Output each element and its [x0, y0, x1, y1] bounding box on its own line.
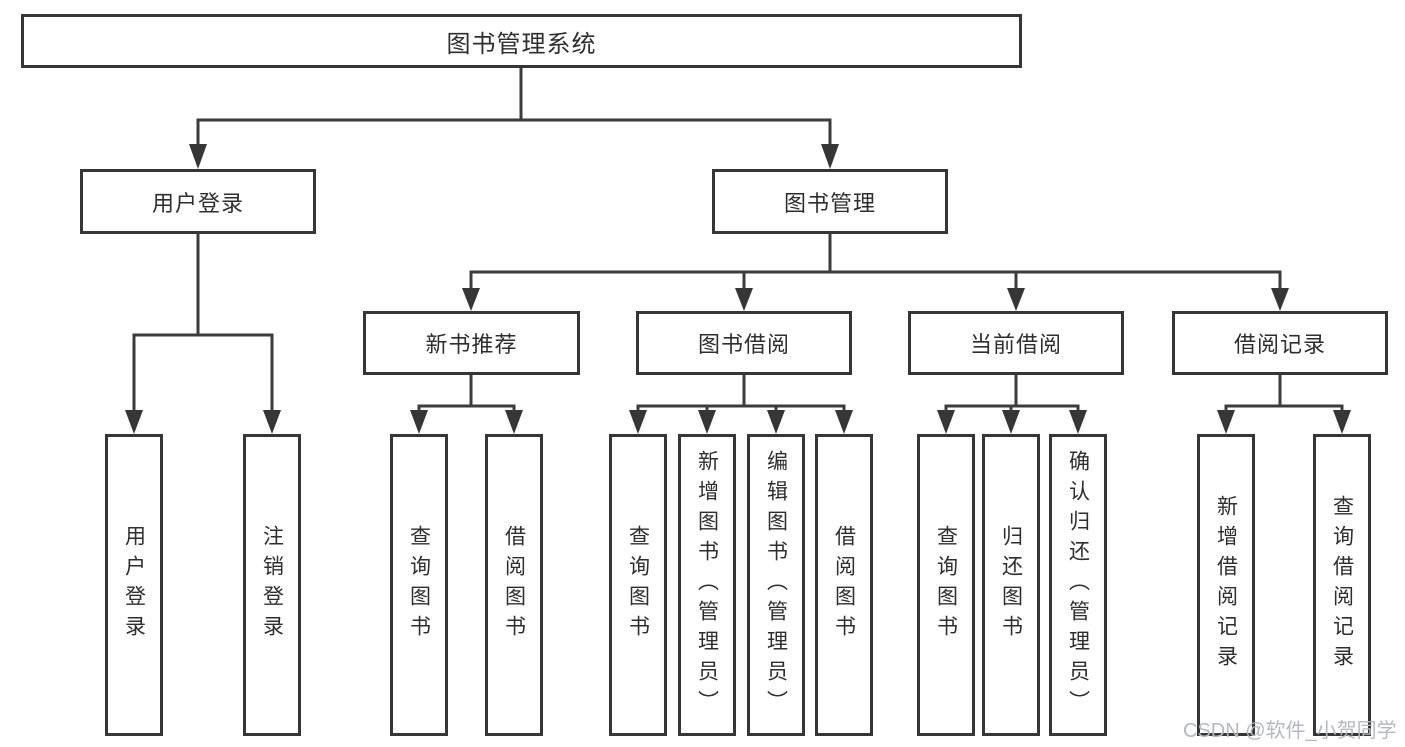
leaf-add-book-admin: 新增图书（管理员）: [678, 434, 736, 736]
leaf-logout-label: 注销登录: [260, 525, 284, 645]
leaf-borrow-books-borrowing-label: 借阅图书: [832, 525, 856, 645]
node-book-management-label: 图书管理: [783, 190, 876, 216]
leaf-edit-book-admin-label: 编辑图书（管理员）: [764, 450, 788, 720]
node-user-login-label: 用户登录: [151, 190, 244, 216]
node-new-book-recommend-label: 新书推荐: [425, 332, 518, 357]
leaf-add-book-admin-label: 新增图书（管理员）: [695, 450, 719, 720]
leaf-query-books-current: 查询图书: [917, 434, 975, 736]
node-book-borrowing: 图书借阅: [636, 311, 852, 375]
leaf-user-login: 用户登录: [105, 434, 163, 736]
node-current-borrowing: 当前借阅: [908, 311, 1124, 375]
node-new-book-recommend: 新书推荐: [363, 311, 580, 375]
leaf-add-borrow-record-label: 新增借阅记录: [1214, 495, 1238, 675]
node-book-management: 图书管理: [712, 169, 948, 234]
node-borrowing-records: 借阅记录: [1172, 311, 1388, 375]
leaf-confirm-return-admin-label: 确认归还（管理员）: [1066, 450, 1090, 720]
leaf-query-books-borrowing-label: 查询图书: [626, 525, 650, 645]
leaf-query-books-recommend: 查询图书: [390, 434, 448, 736]
leaf-query-books-current-label: 查询图书: [934, 525, 958, 645]
node-borrowing-records-label: 借阅记录: [1233, 332, 1326, 357]
leaf-add-borrow-record: 新增借阅记录: [1197, 434, 1255, 736]
leaf-user-login-label: 用户登录: [122, 525, 146, 645]
csdn-watermark: CSDN @软件_小贺同学: [1183, 720, 1397, 742]
node-book-borrowing-label: 图书借阅: [697, 332, 790, 357]
leaf-query-books-borrowing: 查询图书: [609, 434, 667, 736]
leaf-query-borrow-record: 查询借阅记录: [1313, 434, 1371, 736]
leaf-query-books-recommend-label: 查询图书: [407, 525, 431, 645]
leaf-borrow-books-borrowing: 借阅图书: [815, 434, 873, 736]
node-root-label: 图书管理系统: [446, 30, 597, 58]
leaf-logout: 注销登录: [243, 434, 301, 736]
leaf-return-books: 归还图书: [982, 434, 1040, 736]
leaf-borrow-books-recommend: 借阅图书: [485, 434, 543, 736]
leaf-query-borrow-record-label: 查询借阅记录: [1330, 495, 1354, 675]
leaf-confirm-return-admin: 确认归还（管理员）: [1049, 434, 1107, 736]
node-current-borrowing-label: 当前借阅: [969, 332, 1062, 357]
leaf-return-books-label: 归还图书: [999, 525, 1023, 645]
leaf-edit-book-admin: 编辑图书（管理员）: [747, 434, 805, 736]
node-root: 图书管理系统: [21, 14, 1022, 68]
leaf-borrow-books-recommend-label: 借阅图书: [502, 525, 526, 645]
node-user-login: 用户登录: [80, 169, 316, 234]
